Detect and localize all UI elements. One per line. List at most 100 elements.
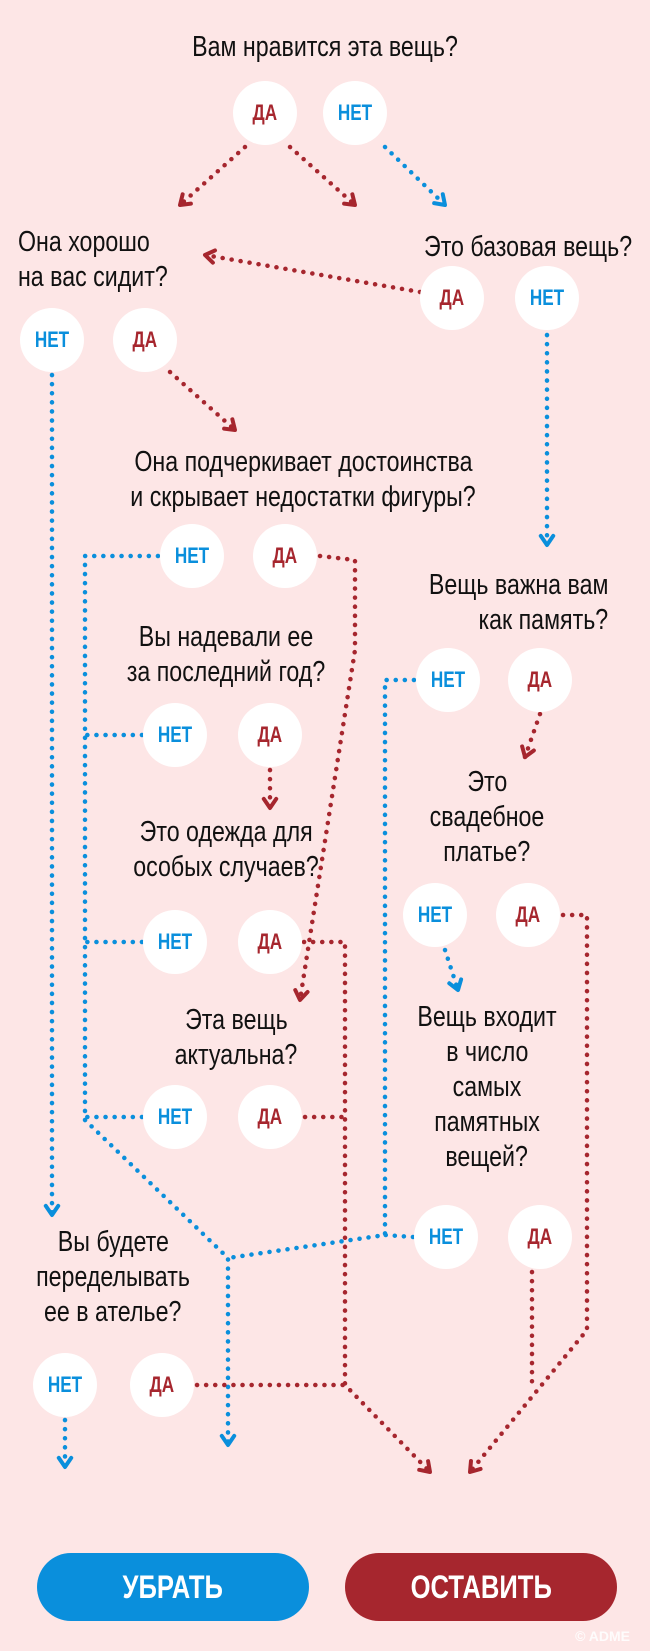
answer-label: НЕТ — [428, 1224, 464, 1249]
answer-label: ДА — [515, 902, 541, 927]
question-text: и скрывает недостатки фигуры? — [130, 481, 476, 513]
dotted-connector — [287, 144, 358, 208]
answer-label: ДА — [439, 285, 465, 310]
answer-no: НЕТ — [414, 1205, 478, 1269]
dotted-connector — [82, 553, 231, 1448]
answer-yes: ДА — [508, 1205, 572, 1269]
answer-label: НЕТ — [47, 1372, 83, 1397]
answer-no: НЕТ — [143, 703, 207, 767]
answer-no: НЕТ — [323, 81, 387, 145]
dotted-connector — [297, 553, 358, 1003]
dotted-connector — [382, 1232, 416, 1240]
answer-no: НЕТ — [403, 883, 467, 947]
outcome-discard: УБРАТЬ — [37, 1553, 309, 1621]
answer-label: ДА — [149, 1372, 175, 1397]
answer-no: НЕТ — [416, 648, 480, 712]
question-text: актуальна? — [174, 1039, 298, 1071]
answer-label: НЕТ — [337, 100, 373, 125]
question-text: как память? — [478, 604, 608, 636]
arrowhead-icon — [293, 988, 310, 1002]
arrowhead-icon — [520, 744, 536, 759]
answer-label: НЕТ — [529, 285, 565, 310]
answer-label: ДА — [257, 722, 283, 747]
answer-yes: ДА — [130, 1353, 194, 1417]
answer-yes: ДА — [238, 1085, 302, 1149]
answer-label: ДА — [257, 1104, 283, 1129]
question-text: Она подчеркивает достоинства — [133, 446, 473, 478]
answer-label: НЕТ — [430, 667, 466, 692]
arrowhead-icon — [538, 533, 556, 547]
arrowhead-icon — [178, 192, 193, 207]
copyright: © ADME — [575, 1628, 630, 1644]
dotted-connector — [301, 939, 433, 1475]
outcome-label: УБРАТЬ — [122, 1568, 224, 1605]
question-text: на вас сидит? — [18, 261, 168, 293]
answer-no: НЕТ — [143, 910, 207, 974]
dotted-connector — [202, 252, 423, 295]
dotted-connector — [225, 677, 417, 1261]
answer-no: НЕТ — [160, 524, 224, 588]
answer-yes: ДА — [238, 703, 302, 767]
arrowhead-icon — [219, 1433, 237, 1447]
dotted-connector — [442, 947, 461, 993]
dotted-connector — [382, 144, 448, 208]
answer-label: НЕТ — [157, 722, 193, 747]
question-text: вещей? — [445, 1141, 529, 1173]
question-text: в число — [445, 1036, 529, 1068]
question-text: Вы надевали ее — [138, 621, 314, 653]
answer-no: НЕТ — [143, 1085, 207, 1149]
answer-label: ДА — [527, 667, 553, 692]
answer-label: НЕТ — [157, 929, 193, 954]
question-basic-item: Это базовая вещь? — [372, 230, 632, 265]
arrowhead-icon — [342, 192, 357, 207]
arrowhead-icon — [43, 1203, 61, 1217]
question-text: самых — [452, 1071, 522, 1103]
question-like-item: Вам нравится эта вещь? — [159, 30, 491, 65]
arrowhead-icon — [432, 192, 447, 207]
question-text: платье? — [443, 836, 531, 868]
answer-label: ДА — [252, 100, 278, 125]
question-text: Вы будете — [57, 1226, 169, 1258]
answer-label: НЕТ — [174, 543, 210, 568]
answer-label: ДА — [132, 327, 158, 352]
dotted-connector — [467, 912, 590, 1475]
dotted-connector — [167, 369, 238, 433]
arrowhead-icon — [261, 796, 279, 810]
question-text: Вам нравится эта вещь? — [192, 31, 458, 63]
answer-label: ДА — [527, 1224, 553, 1249]
answer-yes: ДА — [496, 883, 560, 947]
question-text: за последний год? — [126, 656, 326, 688]
answer-label: НЕТ — [417, 902, 453, 927]
question-text: Это одежда для — [139, 816, 313, 848]
answer-yes: ДА — [253, 524, 317, 588]
question-text: переделывать — [36, 1261, 190, 1293]
answer-no: НЕТ — [515, 266, 579, 330]
dotted-connector — [522, 711, 543, 760]
question-text: Это базовая вещь? — [423, 231, 632, 263]
answer-yes: ДА — [508, 648, 572, 712]
arrowhead-icon — [203, 248, 218, 265]
question-text: ее в ателье? — [44, 1296, 182, 1328]
arrowhead-icon — [447, 977, 464, 992]
question-text: памятных — [434, 1106, 540, 1138]
answer-yes: ДА — [238, 910, 302, 974]
arrowhead-icon — [468, 1459, 483, 1474]
arrowhead-icon — [56, 1455, 74, 1469]
outcome-keep: ОСТАВИТЬ — [345, 1553, 617, 1621]
answer-label: НЕТ — [157, 1104, 193, 1129]
outcome-label: ОСТАВИТЬ — [410, 1568, 552, 1605]
answer-no: НЕТ — [33, 1353, 97, 1417]
question-text: Вещь важна вам — [428, 569, 608, 601]
arrowhead-icon — [417, 1459, 432, 1474]
answer-yes: ДА — [113, 308, 177, 372]
question-text: Эта вещь — [184, 1004, 288, 1036]
